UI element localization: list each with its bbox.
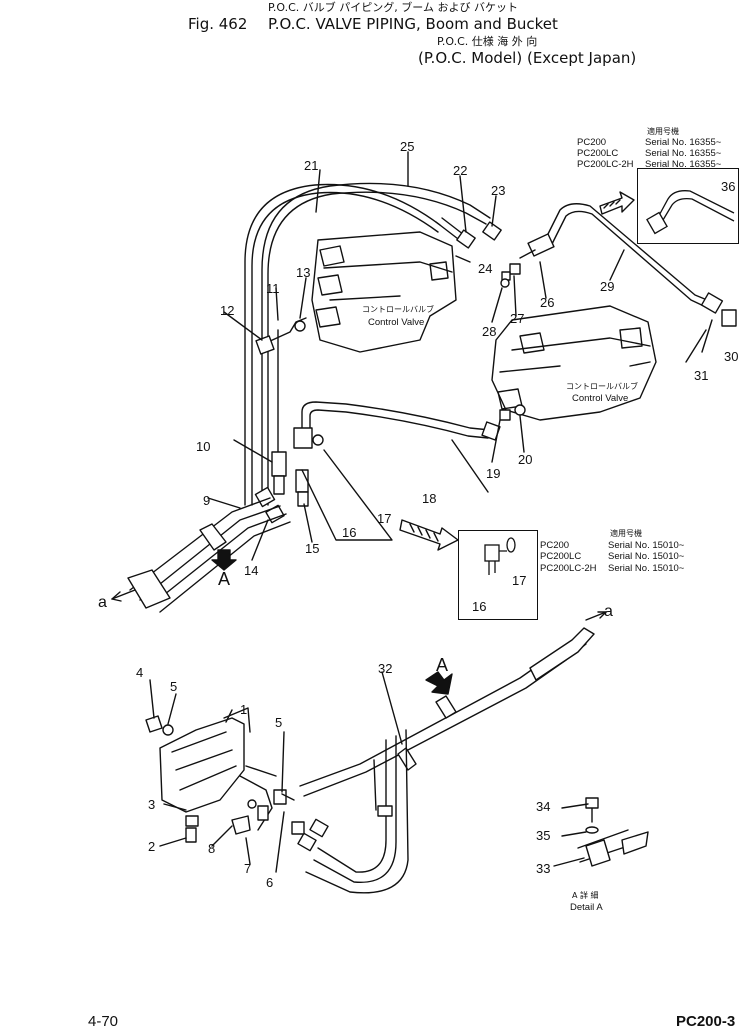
lower-serial-number-2: Serial No. 15010~	[608, 551, 685, 562]
reference-a-lower: a	[604, 603, 613, 620]
control-valve-upper-jp: コントロールバルブ	[362, 305, 434, 314]
callout-25: 25	[400, 139, 415, 154]
callout-29: 29	[600, 279, 615, 294]
callout-3: 3	[148, 797, 156, 812]
callout-36: 36	[721, 179, 736, 194]
callout-17: 17	[377, 511, 392, 526]
detail-a-label-jp: A 詳 細	[572, 891, 599, 900]
inset-box-upper	[637, 168, 739, 244]
upper-serial-model-3: PC200LC-2H	[577, 159, 634, 170]
callout-7: 7	[244, 861, 252, 876]
callout-30: 30	[724, 349, 739, 364]
callout-4: 4	[136, 665, 144, 680]
header-japanese-line: P.O.C. バルブ パイピング, ブーム および バケット	[268, 1, 518, 14]
lower-serial-model-3: PC200LC-2H	[540, 563, 597, 574]
inset-part-36-drawing	[646, 190, 735, 235]
figure-number: Fig. 462	[188, 15, 248, 33]
callout-1: 1	[240, 702, 248, 717]
upper-serial-number-2: Serial No. 16355~	[645, 148, 722, 159]
callout-19: 19	[486, 466, 501, 481]
control-valve-lower-en: Control Valve	[572, 393, 629, 404]
upper-serial-number-3: Serial No. 16355~	[645, 159, 722, 170]
callout-15: 15	[305, 541, 320, 556]
callout-12: 12	[220, 303, 235, 318]
callout-31: 31	[694, 368, 709, 383]
model-footer: PC200-3	[676, 1013, 736, 1030]
view-arrow-A-lower: A	[436, 655, 449, 675]
callout-18: 18	[422, 491, 437, 506]
callout-5-left: 5	[170, 679, 178, 694]
callout-34: 34	[536, 799, 551, 814]
lower-serial-number-3: Serial No. 15010~	[608, 563, 685, 574]
inset-box-lower	[458, 530, 538, 620]
callout-35: 35	[536, 828, 551, 843]
reference-a-upper: a	[98, 594, 107, 611]
callout-21: 21	[304, 158, 319, 173]
callout-14: 14	[244, 563, 259, 578]
callout-9: 9	[203, 493, 211, 508]
callout-26: 26	[540, 295, 555, 310]
figure-subtitle: (P.O.C. Model) (Except Japan)	[418, 49, 637, 67]
view-arrow-A-upper: A	[218, 569, 231, 589]
upper-serial-model-1: PC200	[577, 137, 607, 148]
callout-16: 16	[342, 525, 357, 540]
upper-serial-number-1: Serial No. 16355~	[645, 137, 722, 148]
callout-28: 28	[482, 324, 497, 339]
figure-title: P.O.C. VALVE PIPING, Boom and Bucket	[268, 15, 558, 33]
callout-32: 32	[378, 661, 393, 676]
callout-8: 8	[208, 841, 216, 856]
control-valve-upper-en: Control Valve	[368, 317, 425, 328]
lower-serial-model-2: PC200LC	[540, 551, 582, 562]
upper-serial-heading: 適用号機	[647, 127, 679, 136]
page-number: 4-70	[88, 1013, 119, 1030]
inset-callout-17: 17	[512, 573, 527, 588]
callout-20: 20	[518, 452, 533, 467]
callout-23: 23	[491, 183, 506, 198]
inset-callout-16: 16	[472, 599, 487, 614]
header-japanese-spec: P.O.C. 仕様 海 外 向	[437, 35, 538, 48]
lower-serial-model-1: PC200	[540, 540, 570, 551]
inset-part-16-17-drawing	[484, 537, 516, 575]
upper-serial-model-2: PC200LC	[577, 148, 619, 159]
callout-5-right: 5	[275, 715, 283, 730]
lower-serial-number-1: Serial No. 15010~	[608, 540, 685, 551]
callout-6: 6	[266, 875, 274, 890]
detail-a-label: Detail A	[570, 902, 603, 913]
control-valve-lower-jp: コントロールバルブ	[566, 382, 638, 391]
callout-13: 13	[296, 265, 311, 280]
callout-10: 10	[196, 439, 211, 454]
callout-2: 2	[148, 839, 156, 854]
callout-27: 27	[510, 311, 525, 326]
lower-serial-heading: 適用号機	[610, 529, 642, 538]
callout-33: 33	[536, 861, 551, 876]
callout-22: 22	[453, 163, 468, 178]
callout-11: 11	[266, 281, 280, 296]
callout-24: 24	[478, 261, 493, 276]
